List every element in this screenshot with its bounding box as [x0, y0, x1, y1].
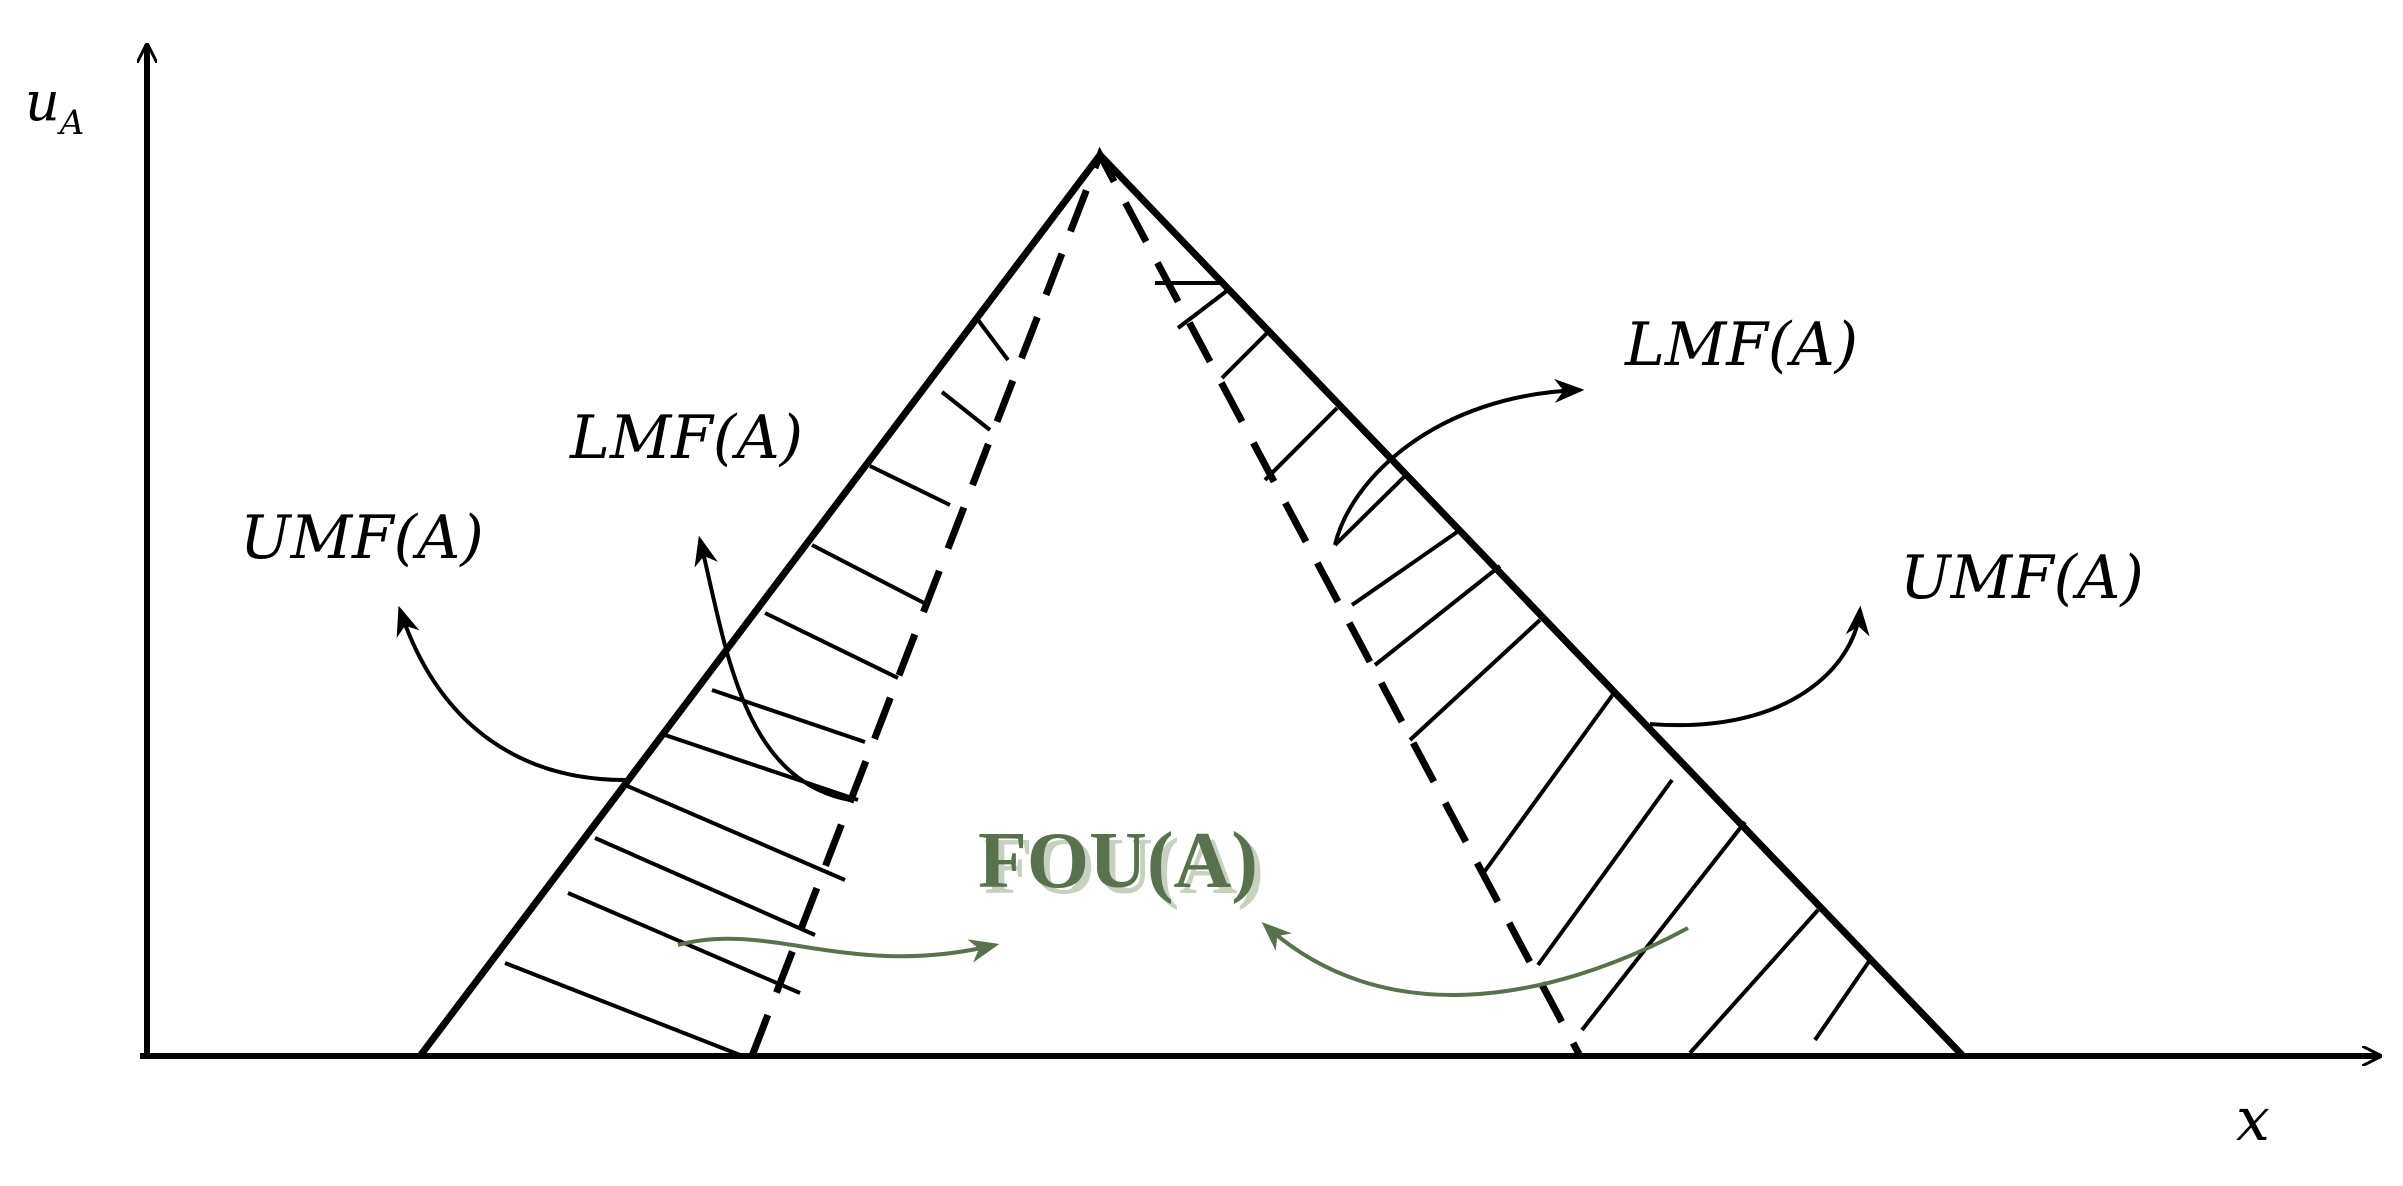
fou-hatching — [504, 281, 1872, 1057]
y-axis-label: uA — [25, 70, 84, 143]
umf-right-label: UMF(A) — [1900, 543, 2144, 613]
lmf-left-pointer — [694, 535, 851, 802]
umf-right-pointer — [1649, 605, 1870, 728]
umf-triangle — [417, 149, 1966, 1059]
lmf-triangle — [748, 146, 1584, 1058]
umf-left-pointer — [396, 605, 626, 782]
fou-pointers — [677, 921, 1689, 997]
umf-left-label: UMF(A) — [240, 503, 484, 573]
fou-label: FOU(A) — [978, 817, 1258, 905]
fou-right-pointer — [1261, 921, 1689, 997]
lmf-right-label: LMF(A) — [1624, 310, 1858, 380]
fou-label-shadow: FOU(A) — [984, 823, 1264, 911]
label-pointers — [396, 378, 1870, 802]
lmf-left-label: LMF(A) — [569, 403, 803, 473]
y-axis-label-main: u — [25, 70, 60, 133]
x-axis-label: x — [2236, 1085, 2270, 1155]
fou-left-pointer — [677, 936, 1000, 963]
y-axis-label-sub: A — [57, 103, 85, 143]
axes: uA x — [25, 45, 2380, 1155]
lmf-right-pointer — [1333, 378, 1585, 546]
